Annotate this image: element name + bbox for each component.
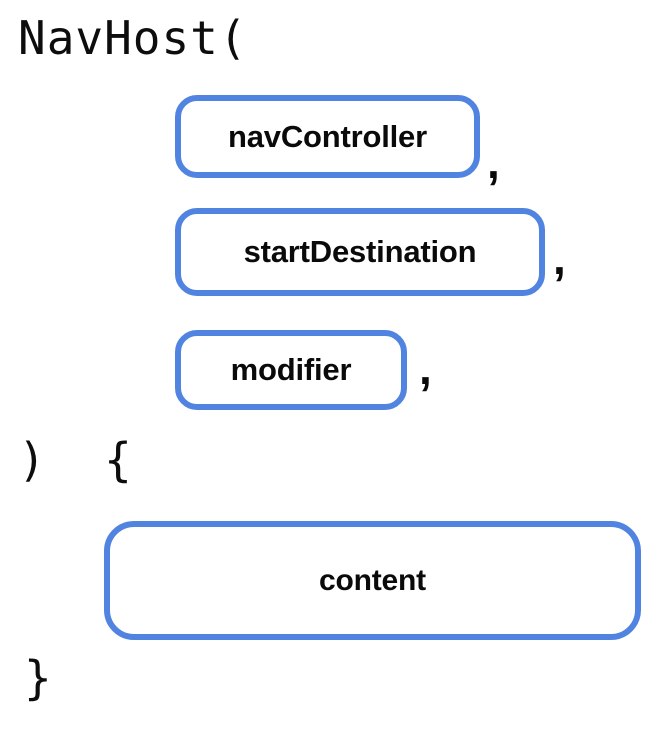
- code-open-call: NavHost(: [18, 11, 248, 65]
- comma-after-nav-controller: ,: [487, 136, 500, 188]
- code-close-paren-open-brace: ) {: [18, 433, 133, 487]
- param-box-content[interactable]: content: [104, 521, 641, 640]
- param-label-content: content: [319, 563, 426, 597]
- comma-after-start-destination: ,: [553, 232, 566, 284]
- param-box-start-destination[interactable]: startDestination: [175, 208, 545, 296]
- param-label-start-destination: startDestination: [243, 234, 477, 269]
- comma-after-modifier: ,: [419, 342, 432, 394]
- param-box-nav-controller[interactable]: navController: [175, 95, 480, 178]
- param-label-modifier: modifier: [230, 352, 352, 387]
- param-box-modifier[interactable]: modifier: [175, 330, 407, 410]
- param-label-nav-controller: navController: [228, 118, 427, 154]
- code-close-brace: }: [24, 651, 53, 705]
